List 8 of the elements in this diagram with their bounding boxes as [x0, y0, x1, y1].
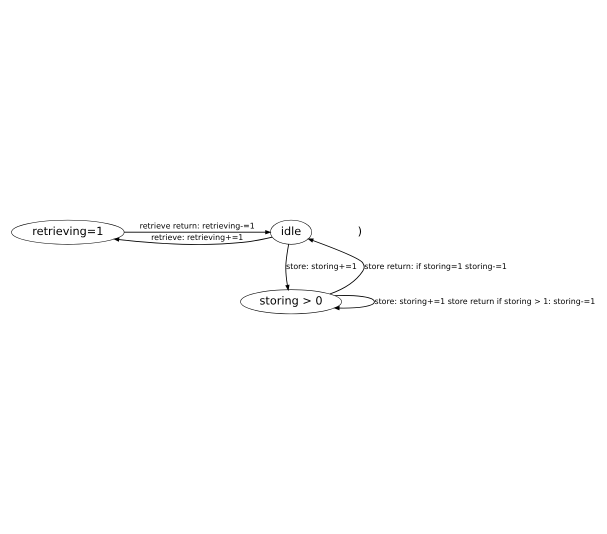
arrow	[112, 236, 273, 245]
label: )	[358, 225, 362, 238]
arrow	[285, 244, 290, 292]
arrow	[307, 238, 365, 294]
node-ellipse: retrieving=1	[11, 220, 124, 245]
node-ellipse: idle	[270, 220, 312, 245]
arrow	[333, 295, 375, 310]
arrow	[124, 230, 272, 234]
